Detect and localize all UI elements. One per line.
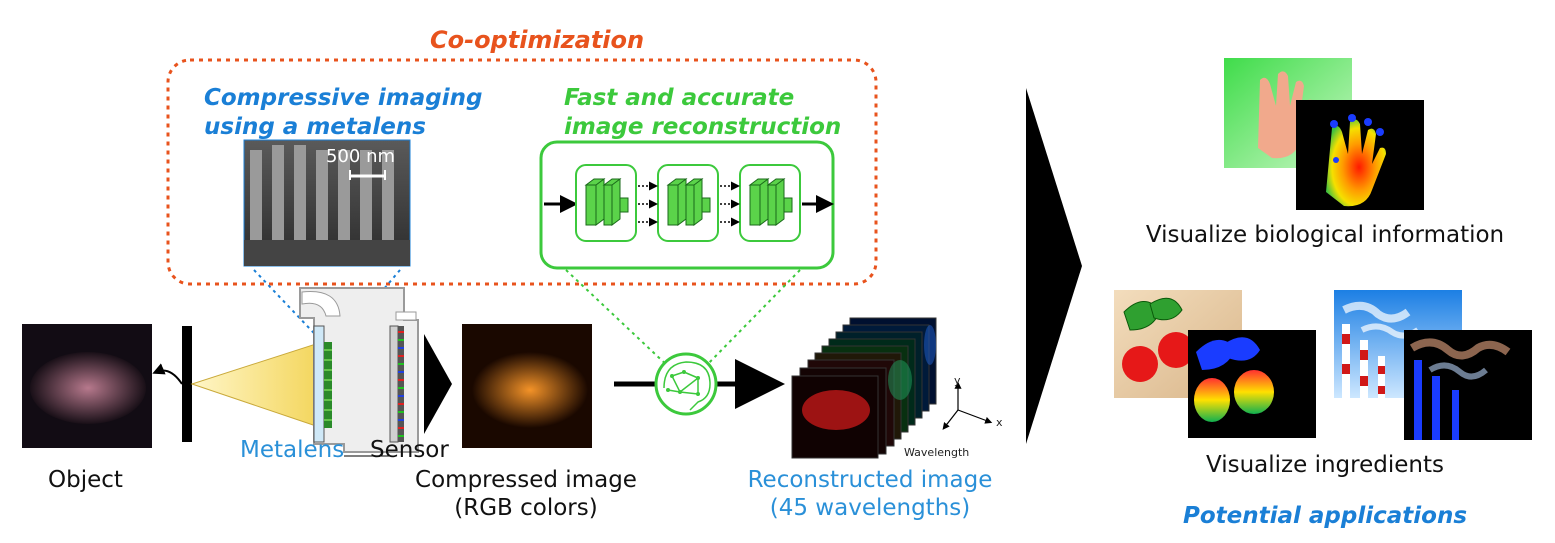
compressive-heading-line1: Compressive imaging <box>204 85 483 111</box>
app-chimney-images <box>1334 290 1532 440</box>
axis-wavelength-label: Wavelength <box>904 446 970 459</box>
scale-bar-label: 500 nm <box>326 146 396 167</box>
metalens-label: Metalens <box>240 437 345 463</box>
reconstructed-label-line2: (45 wavelengths) <box>769 495 971 521</box>
app-ingredients-label: Visualize ingredients <box>1206 452 1444 478</box>
sensor-label: Sensor <box>370 437 449 463</box>
object-image <box>22 324 152 448</box>
app-biological-label: Visualize biological information <box>1145 222 1505 248</box>
compressed-label-line2: (RGB colors) <box>454 495 598 521</box>
co-optimization-title: Co-optimization <box>430 26 645 54</box>
neural-network-icon <box>654 352 718 416</box>
compressed-label-line1: Compressed image <box>415 467 637 493</box>
app-hand-images <box>1224 58 1424 210</box>
flow-arrow-triangle <box>424 334 452 434</box>
axis-y-label: y <box>954 374 961 387</box>
network-block-1 <box>575 164 637 242</box>
aperture-bar <box>182 326 192 442</box>
compressed-image <box>462 324 592 448</box>
sensor-element <box>389 325 404 443</box>
reconstruction-heading-line2: image reconstruction <box>564 114 842 140</box>
metalens-element <box>313 325 332 443</box>
reconstructed-label-line1: Reconstructed image <box>747 467 993 493</box>
co-optimization-box <box>166 58 878 286</box>
sem-image <box>243 139 411 267</box>
compressive-heading-line2: using a metalens <box>204 114 426 140</box>
reconstruction-heading-line1: Fast and accurate <box>564 85 795 111</box>
axis-x-label: x <box>996 416 1003 429</box>
reconstructed-stack <box>791 317 937 459</box>
object-label: Object <box>48 467 123 493</box>
app-strawberry-images <box>1114 290 1316 438</box>
big-arrow-triangle <box>1026 88 1082 444</box>
light-cone <box>190 341 323 429</box>
network-block-2 <box>657 164 719 242</box>
axes-indicator <box>942 381 993 430</box>
network-block-3 <box>739 164 801 242</box>
potential-applications-label: Potential applications <box>1182 503 1468 529</box>
